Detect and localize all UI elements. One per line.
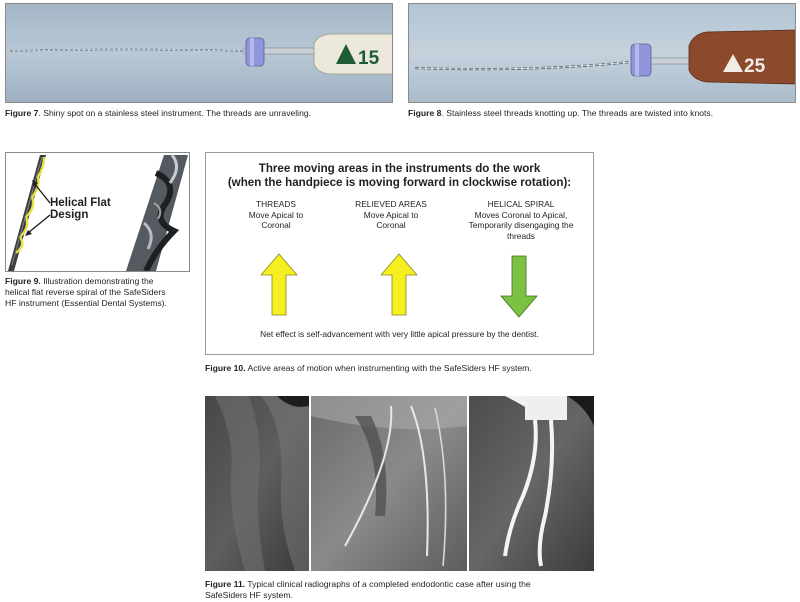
label-line-2: Design xyxy=(50,209,89,221)
up-arrow-icon xyxy=(380,253,418,316)
stainless-file-25-image: 25 xyxy=(414,29,795,85)
caption-line-1: Illustration demonstrating the xyxy=(40,276,154,286)
caption-label: Figure 9. xyxy=(5,276,41,286)
up-arrow-icon xyxy=(260,253,298,316)
column-heading: THREADS xyxy=(255,199,297,209)
caption-label: Figure 7 xyxy=(5,108,39,118)
column-line: Move Apical to xyxy=(248,209,304,220)
figure-8-caption: Figure 8. Stainless steel threads knotti… xyxy=(408,108,713,119)
caption-line-2: helical flat reverse spiral of the SafeS… xyxy=(5,287,166,297)
stainless-file-15-image: 15 xyxy=(9,33,392,75)
label-line-1: Helical Flat xyxy=(50,197,111,209)
caption-line-2: SafeSiders HF system. xyxy=(205,590,293,600)
triangle-icon xyxy=(723,54,743,72)
radiograph-postop xyxy=(469,396,594,571)
rubber-stopper xyxy=(630,43,652,77)
column-line: Moves Coronal to Apical, xyxy=(474,209,568,220)
file-handle xyxy=(313,33,392,75)
helical-flat-label: Helical Flat Design xyxy=(50,197,111,221)
caption-text: Active areas of motion when instrumentin… xyxy=(245,363,532,373)
title-line-2: (when the handpiece is moving forward in… xyxy=(227,176,572,189)
motion-arrows xyxy=(260,253,538,318)
figure-11-caption: Figure 11. Typical clinical radiographs … xyxy=(205,579,600,601)
caption-line-1: Typical clinical radiographs of a comple… xyxy=(245,579,531,589)
triangle-icon xyxy=(336,44,356,64)
rubber-stopper xyxy=(245,37,265,67)
figure-7-caption: Figure 7. Shiny spot on a stainless stee… xyxy=(5,108,311,119)
column-heading: HELICAL SPIRAL xyxy=(487,199,555,209)
column-relieved-areas: RELIEVED AREAS Move Apical to Coronal xyxy=(321,199,461,231)
pointer-line xyxy=(27,214,51,234)
figure-10-panel: Three moving areas in the instruments do… xyxy=(205,152,594,355)
caption-text: . Shiny spot on a stainless steel instru… xyxy=(38,108,312,118)
file-handle xyxy=(688,29,795,85)
figure-11-radiographs xyxy=(205,396,594,571)
pointer-line xyxy=(33,182,51,204)
handle-number: 15 xyxy=(358,48,380,69)
down-arrow-icon xyxy=(500,255,538,318)
helical-instrument-drawing xyxy=(8,154,188,271)
panel-title: Three moving areas in the instruments do… xyxy=(206,162,593,190)
column-line: threads xyxy=(507,230,535,241)
handle-number: 25 xyxy=(744,56,766,77)
column-heading: RELIEVED AREAS xyxy=(355,199,427,209)
caption-label: Figure 11. xyxy=(205,579,246,589)
radiograph-preop xyxy=(205,396,309,571)
title-line-1: Three moving areas in the instruments do… xyxy=(258,162,541,175)
figure-10-caption: Figure 10. Active areas of motion when i… xyxy=(205,363,532,374)
figure-9-illustration: Helical Flat Design xyxy=(5,152,190,272)
caption-label: Figure 10. xyxy=(205,363,246,373)
column-line: Temporarily disengaging the xyxy=(468,220,574,230)
column-threads: THREADS Move Apical to Coronal xyxy=(206,199,346,231)
caption-label: Figure 8 xyxy=(408,108,442,118)
figure-9-caption: Figure 9. Illustration demonstrating the… xyxy=(5,276,200,309)
column-line: Move Apical to xyxy=(363,209,419,220)
caption-text: . Stainless steel threads knotting up. T… xyxy=(441,108,714,118)
net-effect-text: Net effect is self-advancement with very… xyxy=(260,329,539,339)
column-line: Coronal xyxy=(261,220,291,230)
figure-7-photo: 15 xyxy=(5,3,393,103)
column-helical-spiral: HELICAL SPIRAL Moves Coronal to Apical, … xyxy=(446,199,593,241)
figure-8-photo: 25 xyxy=(408,3,796,103)
column-line: Coronal xyxy=(376,220,406,230)
radiograph-panels xyxy=(205,396,594,571)
caption-line-3: HF instrument (Essential Dental Systems)… xyxy=(5,298,167,308)
radiograph-working-length xyxy=(311,396,467,571)
